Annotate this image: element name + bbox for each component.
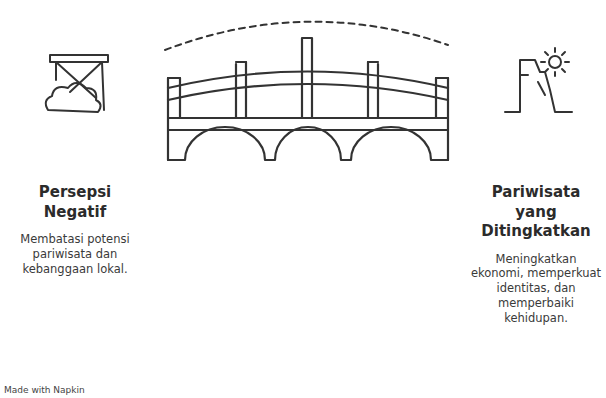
text-node: Persepsi NegatifMembatasi potensi pariwi… <box>5 183 145 277</box>
node-body: Meningkatkan ekonomi, memperkuat identit… <box>470 252 602 327</box>
watermark: Made with Napkin <box>4 385 85 395</box>
node-body: Membatasi potensi pariwisata dan kebangg… <box>5 232 145 277</box>
negative-icon <box>46 55 108 112</box>
text-node: Pariwisata yang DitingkatkanMeningkatkan… <box>470 183 602 326</box>
node-heading: Persepsi Negatif <box>5 183 145 222</box>
tourism-icon <box>505 48 572 112</box>
node-heading: Pariwisata yang Ditingkatkan <box>470 183 602 242</box>
